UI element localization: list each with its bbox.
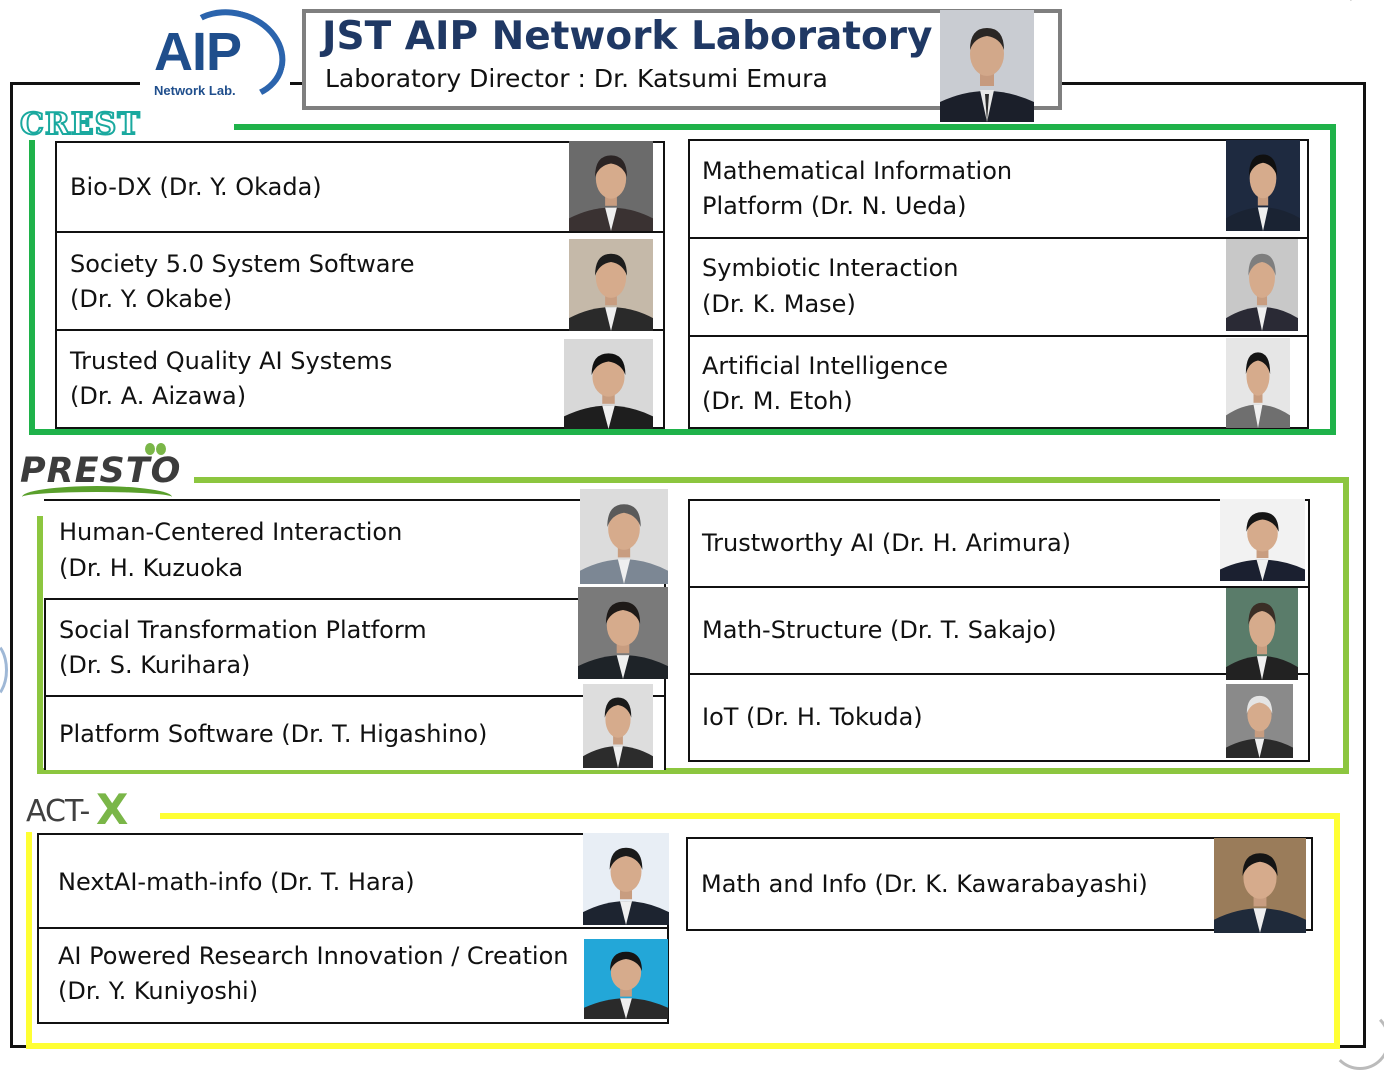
leaf-icon <box>145 443 166 455</box>
project-label: Platform Software (Dr. T. Higashino) <box>59 720 488 748</box>
project-label: Bio-DX (Dr. Y. Okada) <box>70 173 322 201</box>
project-box-math-and-info <box>686 837 1313 931</box>
person-portrait-icon <box>1226 338 1290 428</box>
director-line: Laboratory Director : Dr. Katsumi Emura <box>325 64 828 93</box>
person-portrait-icon <box>1226 684 1293 758</box>
project-label: Platform (Dr. N. Ueda) <box>702 192 967 220</box>
crest-logo: CREST <box>19 107 141 142</box>
person-portrait-icon <box>578 587 668 679</box>
project-box-social-transformation-platform <box>44 598 666 697</box>
person-portrait-icon <box>584 939 668 1019</box>
decorative-edge-arc <box>0 640 8 700</box>
project-box-iot <box>688 673 1310 762</box>
person-portrait-icon <box>1226 588 1298 680</box>
project-box-nextai-math-info <box>37 833 669 929</box>
project-box-trusted-quality-ai <box>55 329 665 429</box>
project-label: (Dr. H. Kuzuoka <box>59 554 244 582</box>
project-label: (Dr. Y. Okabe) <box>70 285 233 313</box>
project-box-symbiotic-interaction <box>688 237 1309 337</box>
project-label: AI Powered Research Innovation / Creatio… <box>58 942 569 970</box>
project-label: Human-Centered Interaction <box>59 518 403 546</box>
project-label: Mathematical Information <box>702 157 1013 185</box>
person-portrait-icon <box>580 489 668 584</box>
person-portrait-icon <box>569 141 653 231</box>
project-label: Social Transformation Platform <box>59 616 427 644</box>
project-box-society-5-0 <box>55 231 665 331</box>
project-label: Artificial Intelligence <box>702 352 948 380</box>
project-box-ai-powered-research <box>37 927 669 1024</box>
project-label: (Dr. S. Kurihara) <box>59 651 251 679</box>
project-label: NextAI-math-info (Dr. T. Hara) <box>58 868 415 896</box>
crest-label-background <box>14 112 234 140</box>
project-label: (Dr. A. Aizawa) <box>70 382 247 410</box>
title-box <box>302 9 1062 110</box>
project-label: Math and Info (Dr. K. Kawarabayashi) <box>701 870 1148 898</box>
person-portrait-icon <box>569 239 653 331</box>
act-x-label-background <box>24 792 160 832</box>
presto-swoosh <box>22 486 172 508</box>
project-box-artificial-intelligence <box>688 335 1309 429</box>
project-label: Trusted Quality AI Systems <box>70 347 393 375</box>
person-portrait-icon <box>564 339 653 429</box>
project-label: Math-Structure (Dr. T. Sakajo) <box>702 616 1057 644</box>
page-title: JST AIP Network Laboratory <box>322 14 933 59</box>
person-portrait-icon <box>1214 838 1306 933</box>
project-label: (Dr. Y. Kuniyoshi) <box>58 977 259 1005</box>
person-portrait-icon <box>1220 499 1305 581</box>
aip-logo <box>140 6 290 102</box>
project-label: Symbiotic Interaction <box>702 254 959 282</box>
act-x-section <box>26 813 1340 1049</box>
project-label: IoT (Dr. H. Tokuda) <box>702 703 923 731</box>
aip-logo-subtext: Network Lab. <box>154 83 236 98</box>
project-label: Trustworthy AI (Dr. H. Arimura) <box>702 529 1072 557</box>
project-label: Society 5.0 System Software <box>70 250 415 278</box>
person-portrait-icon <box>1226 140 1300 231</box>
project-box-human-centered-interaction <box>44 499 666 600</box>
decorative-corner-arc <box>1340 0 1384 50</box>
project-box-mathematical-information <box>688 139 1309 239</box>
act-x-logo: ACT- <box>26 794 90 829</box>
crest-section <box>29 124 1336 435</box>
director-photo <box>940 10 1034 122</box>
person-portrait-icon <box>583 684 653 768</box>
project-label: (Dr. K. Mase) <box>702 290 856 318</box>
aip-logo-text: AIP <box>154 22 242 82</box>
presto-logo: PRESTO <box>20 451 182 491</box>
project-box-platform-software <box>44 695 666 770</box>
project-box-bio-dx <box>55 141 665 233</box>
project-box-math-structure <box>688 586 1310 675</box>
person-portrait-icon <box>1226 239 1298 331</box>
act-x-logo-mark: X <box>96 785 129 834</box>
project-label: (Dr. M. Etoh) <box>702 387 853 415</box>
presto-section <box>37 477 1349 774</box>
person-portrait-icon <box>583 833 669 925</box>
